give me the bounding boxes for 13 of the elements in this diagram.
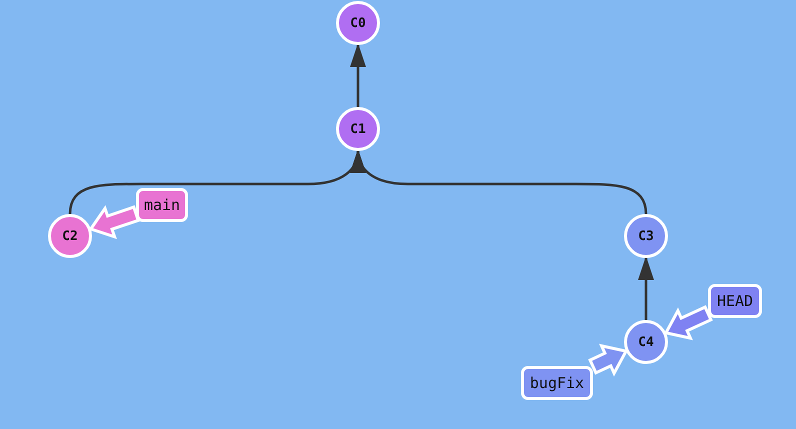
branch-pointer-arrow	[664, 305, 713, 340]
commit-circle: C2	[48, 214, 92, 258]
parent-arrow	[638, 256, 654, 320]
commit-circle: C0	[336, 1, 380, 45]
parent-arrow	[350, 43, 366, 107]
branch-label: bugFix	[521, 366, 593, 400]
branch-label: main	[136, 188, 188, 222]
commit-circle: C4	[624, 320, 668, 364]
parent-arrow	[352, 149, 648, 214]
branch-pointer-arrow	[588, 344, 628, 377]
branch-label: HEAD	[708, 284, 762, 318]
commit-circle: C1	[336, 107, 380, 151]
commit-circle: C3	[624, 214, 668, 258]
